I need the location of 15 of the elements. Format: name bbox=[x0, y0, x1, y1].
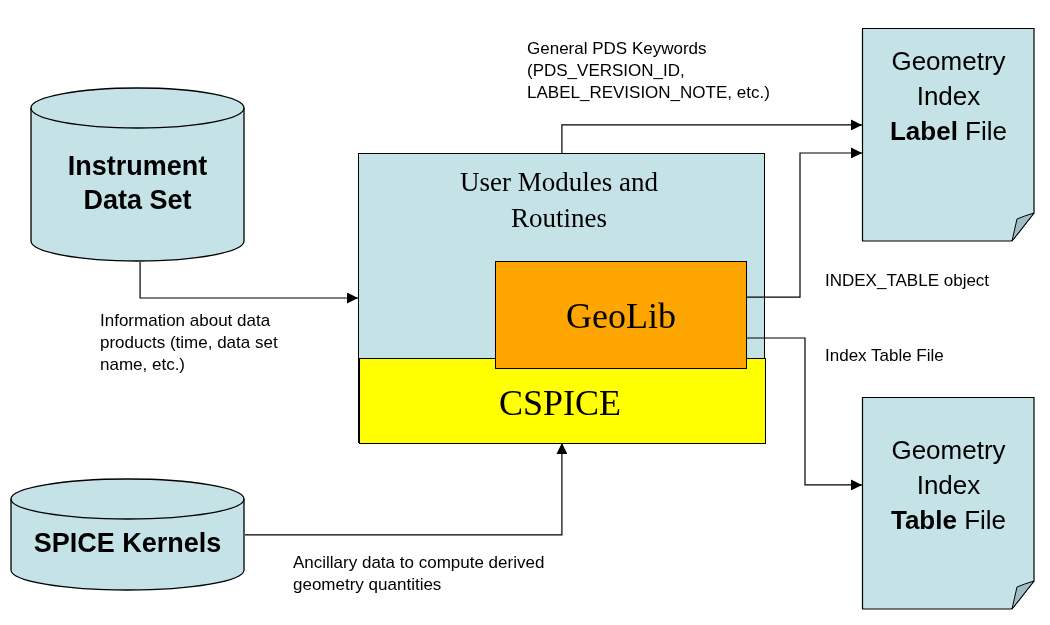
arrow bbox=[244, 442, 568, 536]
arrow bbox=[139, 261, 359, 304]
node-label: Geometry Index Label File bbox=[888, 45, 1008, 148]
node-label: User Modules and Routines bbox=[459, 166, 659, 235]
node-label: GeoLib bbox=[565, 296, 677, 336]
arrow bbox=[745, 147, 863, 298]
node-label: CSPICE bbox=[497, 383, 622, 423]
library-band bbox=[359, 358, 766, 444]
library-box bbox=[495, 261, 747, 369]
node-label: Instrument Data Set bbox=[66, 150, 209, 217]
arrow bbox=[745, 337, 863, 491]
arrow bbox=[561, 119, 863, 154]
node-label: SPICE Kernels bbox=[32, 527, 223, 560]
node-label: Geometry Index Table File bbox=[889, 434, 1008, 537]
module-box bbox=[358, 153, 765, 443]
